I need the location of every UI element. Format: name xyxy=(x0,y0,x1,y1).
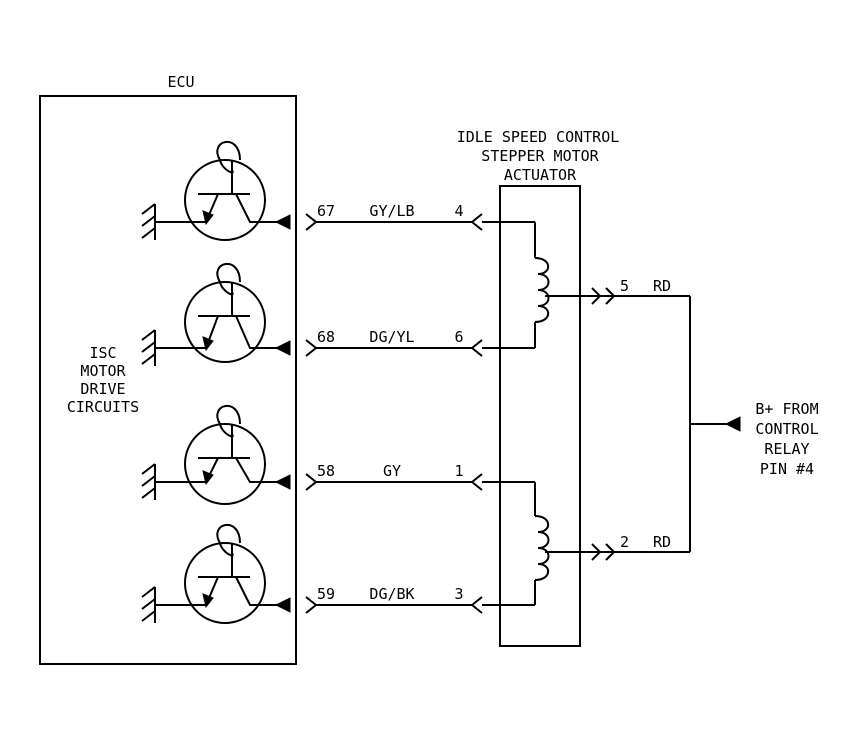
power-arrow-icon xyxy=(724,416,741,432)
wire-color-label: GY xyxy=(383,462,401,480)
ground-icon xyxy=(141,586,156,623)
supply-pin-label: 2 xyxy=(620,533,629,551)
isc-label-line-1: ISC xyxy=(89,344,116,362)
pin-arrow-icon xyxy=(274,340,291,356)
supply-pin-label: 5 xyxy=(620,277,629,295)
power-source-line-2: CONTROL xyxy=(755,420,818,438)
actuator-pin-label: 6 xyxy=(454,328,463,346)
coil-2 xyxy=(534,482,620,605)
transistor-icon xyxy=(184,423,266,505)
wire-2: 68 DG/YL 6 xyxy=(305,328,535,357)
isc-label-line-3: DRIVE xyxy=(80,380,125,398)
connector-icon xyxy=(591,287,690,305)
transistor-icon xyxy=(184,159,266,241)
emitter-arrow-icon xyxy=(202,470,214,486)
ecu-box xyxy=(39,95,297,665)
ecu-pin-label: 68 xyxy=(317,328,335,346)
emitter-arrow-icon xyxy=(202,336,214,352)
wire-1: 67 GY/LB 4 xyxy=(305,202,535,231)
coil-icon xyxy=(534,515,550,581)
wire-4: 59 DG/BK 3 xyxy=(305,585,535,614)
ecu-title: ECU xyxy=(167,73,194,91)
actuator-title-line-1: IDLE SPEED CONTROL xyxy=(457,128,620,146)
transistor-driver-1 xyxy=(141,141,291,241)
input-hook-icon xyxy=(216,141,241,174)
power-source-line-1: B+ FROM xyxy=(755,400,818,418)
pin-arrow-icon xyxy=(274,214,291,230)
actuator-title-line-3: ACTUATOR xyxy=(504,166,577,184)
ecu-pin-label: 58 xyxy=(317,462,335,480)
ecu-connector-icon xyxy=(305,473,535,491)
isc-label-line-4: CIRCUITS xyxy=(67,398,139,416)
power-source-line-4: PIN #4 xyxy=(760,460,814,478)
power-source-label: B+ FROM CONTROL RELAY PIN #4 xyxy=(755,400,818,478)
actuator-title-line-2: STEPPER MOTOR xyxy=(481,147,599,165)
wire-color-label: DG/BK xyxy=(369,585,414,603)
ecu-connector-icon xyxy=(305,596,535,614)
wire-color-label: DG/YL xyxy=(369,328,414,346)
pin-arrow-icon xyxy=(274,474,291,490)
isc-drive-label: ISC MOTOR DRIVE CIRCUITS xyxy=(67,344,139,416)
actuator-pin-label: 1 xyxy=(454,462,463,480)
ground-icon xyxy=(141,329,156,366)
actuator-pin-label: 3 xyxy=(454,585,463,603)
ground-icon xyxy=(141,203,156,240)
transistor-icon xyxy=(184,542,266,624)
transistor-driver-3 xyxy=(141,405,291,505)
transistor-driver-4 xyxy=(141,524,291,624)
coil-1 xyxy=(534,222,620,348)
input-hook-icon xyxy=(216,524,241,557)
transistor-driver-2 xyxy=(141,263,291,366)
ecu-pin-label: 67 xyxy=(317,202,335,220)
pin-arrow-icon xyxy=(274,597,291,613)
ecu-pin-label: 59 xyxy=(317,585,335,603)
supply-color-label: RD xyxy=(653,533,671,551)
actuator-box xyxy=(499,185,581,647)
ecu-connector-icon xyxy=(305,213,535,231)
coil-icon xyxy=(534,257,550,323)
emitter-arrow-icon xyxy=(202,210,214,226)
supply-color-label: RD xyxy=(653,277,671,295)
power-source-line-3: RELAY xyxy=(764,440,809,458)
connector-icon xyxy=(591,543,690,561)
supply-wire-2: 2 RD xyxy=(591,533,690,561)
supply-wire-1: 5 RD xyxy=(591,277,690,305)
ground-icon xyxy=(141,463,156,500)
wire-color-label: GY/LB xyxy=(369,202,414,220)
input-hook-icon xyxy=(216,405,241,438)
input-hook-icon xyxy=(216,263,241,296)
emitter-arrow-icon xyxy=(202,593,214,609)
isc-label-line-2: MOTOR xyxy=(80,362,126,380)
actuator-title: IDLE SPEED CONTROL STEPPER MOTOR ACTUATO… xyxy=(457,128,620,184)
wire-3: 58 GY 1 xyxy=(305,462,535,491)
transistor-icon xyxy=(184,281,266,363)
actuator-pin-label: 4 xyxy=(454,202,463,220)
ecu-connector-icon xyxy=(305,339,535,357)
